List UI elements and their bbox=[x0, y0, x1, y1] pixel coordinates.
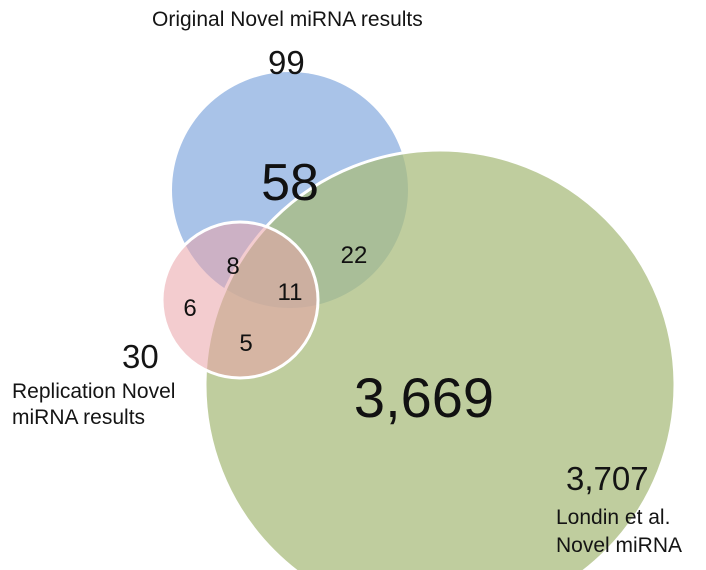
replication-set-total: 30 bbox=[122, 338, 159, 375]
region-original-only: 58 bbox=[261, 154, 319, 212]
londin-set-title-line2: Novel miRNA bbox=[556, 534, 683, 557]
region-original-londin: 22 bbox=[340, 242, 368, 269]
region-replication-londin: 5 bbox=[239, 330, 253, 357]
region-all-three: 11 bbox=[277, 279, 303, 306]
region-replication-only: 6 bbox=[183, 295, 197, 322]
replication-set-title-line1: Replication Novel bbox=[12, 380, 176, 403]
londin-set-total: 3,707 bbox=[566, 460, 649, 497]
region-londin-only: 3,669 bbox=[353, 366, 495, 429]
londin-set-title-line1: Londin et al. bbox=[556, 506, 671, 529]
replication-set-circle bbox=[160, 220, 320, 380]
original-set-title: Original Novel miRNA results bbox=[152, 8, 423, 31]
londin-set-circle bbox=[203, 148, 677, 570]
replication-set-title-line2: miRNA results bbox=[12, 406, 146, 429]
region-original-replication: 8 bbox=[226, 253, 240, 280]
original-set-total: 99 bbox=[268, 44, 305, 81]
